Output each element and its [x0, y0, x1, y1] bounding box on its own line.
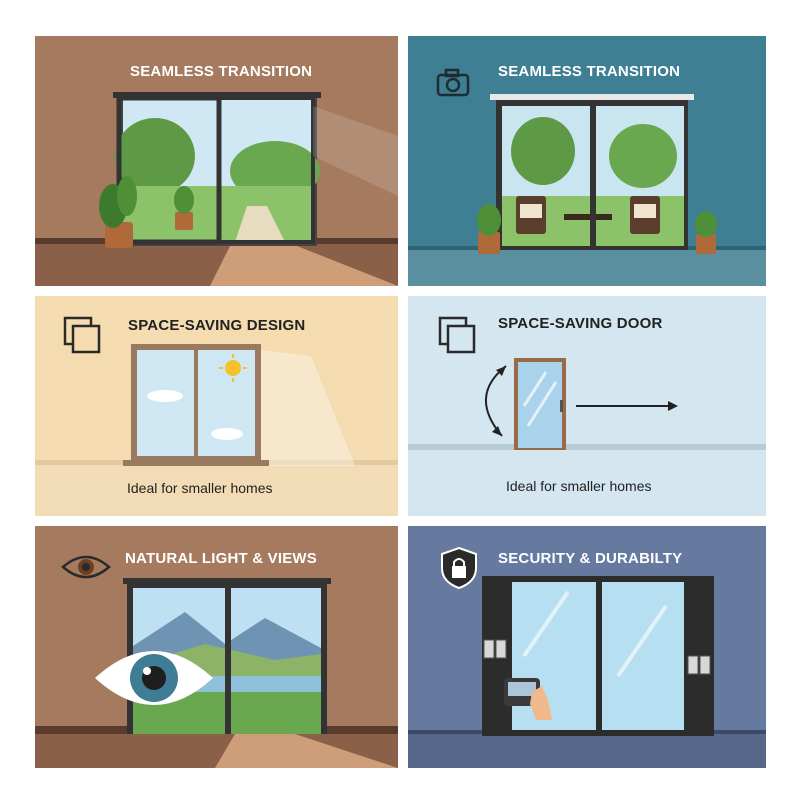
panel-title: SPACE-SAVING DESIGN [128, 317, 306, 334]
secure-sliding-door-illustration [408, 576, 766, 768]
eye-icon [61, 555, 111, 579]
stacked-squares-icon [63, 316, 101, 354]
stacked-squares-icon [438, 316, 476, 354]
panel-security-durability: SECURITY & DURABILTY [408, 526, 766, 768]
panel-seamless-transition-1: SEAMLESS TRANSITION [35, 36, 398, 286]
panel-space-saving-design: SPACE-SAVING DESIGN Ideal for smaller ho… [35, 296, 398, 516]
panel-caption: Ideal for smaller homes [127, 480, 273, 496]
camera-icon [436, 68, 470, 97]
panel-title: NATURAL LIGHT & VIEWS [125, 550, 317, 567]
panel-title: SECURITY & DURABILTY [498, 550, 683, 567]
shield-lock-icon [441, 546, 477, 590]
panel-natural-light-views: NATURAL LIGHT & VIEWS [35, 526, 398, 768]
window-sun-illustration [35, 344, 398, 516]
sliding-door-garden-illustration [35, 92, 398, 286]
door-slide-illustration [408, 358, 766, 450]
large-eye-illustration [95, 651, 213, 705]
panel-title: SEAMLESS TRANSITION [498, 63, 681, 80]
panel-title: SPACE-SAVING DOOR [498, 315, 663, 332]
panel-seamless-transition-2: SEAMLESS TRANSITION [408, 36, 766, 286]
panel-space-saving-door: SPACE-SAVING DOOR Ideal for smaller home… [408, 296, 766, 516]
panel-caption: Ideal for smaller homes [506, 478, 652, 494]
panel-title: SEAMLESS TRANSITION [130, 63, 313, 80]
sliding-door-patio-illustration [408, 94, 766, 286]
